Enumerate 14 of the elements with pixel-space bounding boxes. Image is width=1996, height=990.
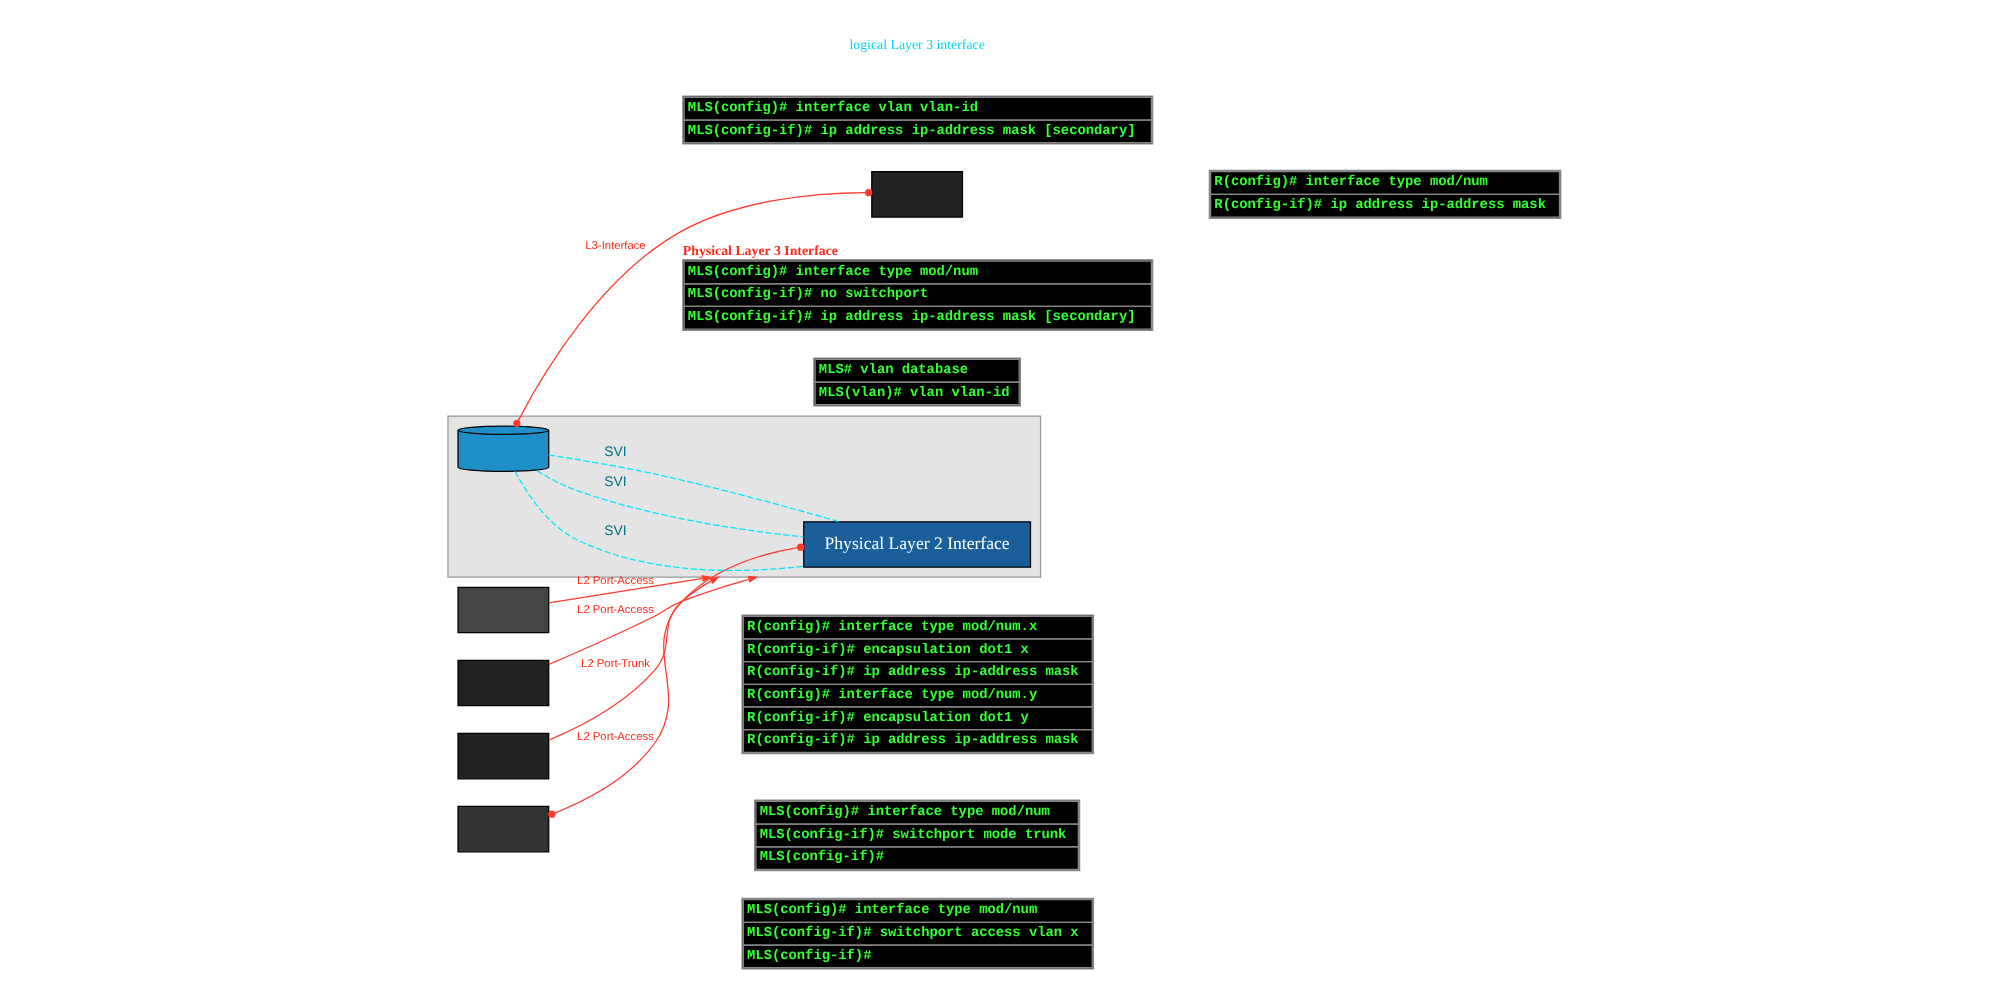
node-box [456, 585, 549, 633]
connector [512, 187, 872, 426]
node-box [456, 658, 549, 706]
node-box [870, 170, 963, 217]
connector [547, 542, 804, 817]
connector [513, 469, 804, 571]
arrow [547, 574, 712, 603]
connector [535, 469, 804, 537]
node-box [456, 804, 549, 852]
connector [547, 453, 839, 522]
node-box: Physical Layer 2 Interface [802, 520, 1031, 567]
arrow [547, 575, 758, 664]
arrow [547, 575, 719, 740]
node-box [456, 731, 549, 779]
